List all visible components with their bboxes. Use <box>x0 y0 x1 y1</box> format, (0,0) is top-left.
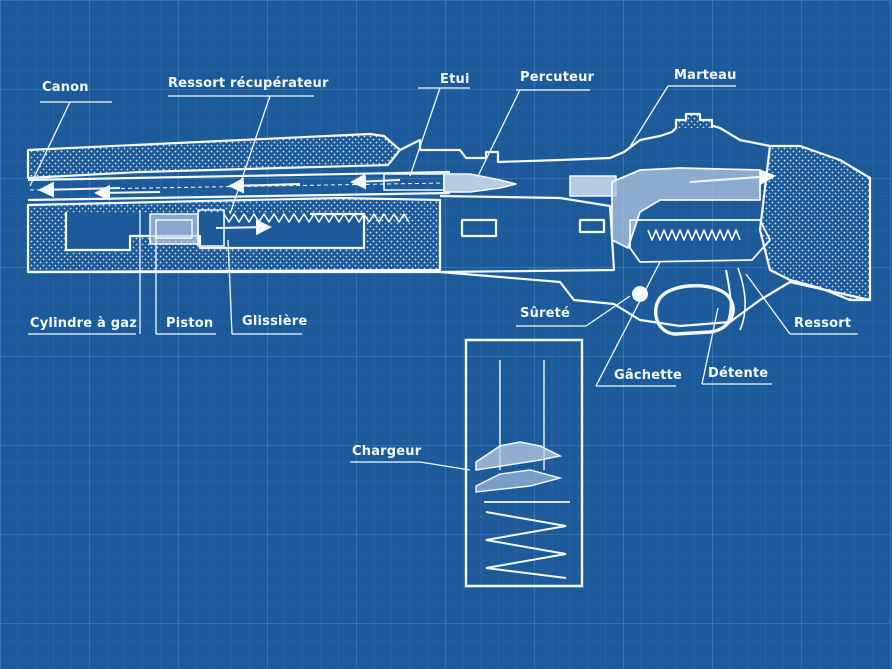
rifle-body <box>26 112 872 336</box>
label-ressort-recuperateur: Ressort récupérateur <box>168 76 329 91</box>
label-cylindre-a-gaz: Cylindre à gaz <box>30 316 137 331</box>
gas-piston <box>149 213 199 245</box>
safety-knob <box>632 286 648 302</box>
label-chargeur: Chargeur <box>352 444 422 459</box>
buttstock <box>758 144 872 302</box>
label-detente: Détente <box>708 366 769 381</box>
magazine-spring <box>485 511 567 579</box>
magazine <box>464 338 584 588</box>
label-canon: Canon <box>42 80 89 95</box>
label-gachette: Gâchette <box>614 368 683 383</box>
leader-lines <box>28 85 858 471</box>
label-ressort: Ressort <box>794 316 852 331</box>
handguard <box>26 132 402 180</box>
label-piston: Piston <box>166 316 214 331</box>
label-surete: Sûreté <box>520 306 571 321</box>
recoil-spring <box>223 213 410 223</box>
gas-flow-arrows <box>38 169 776 236</box>
label-etui: Etui <box>440 72 470 87</box>
label-marteau: Marteau <box>674 68 737 83</box>
trigger-guard <box>654 284 735 336</box>
label-percuteur: Percuteur <box>520 70 595 85</box>
label-glissiere: Glissière <box>242 314 308 329</box>
